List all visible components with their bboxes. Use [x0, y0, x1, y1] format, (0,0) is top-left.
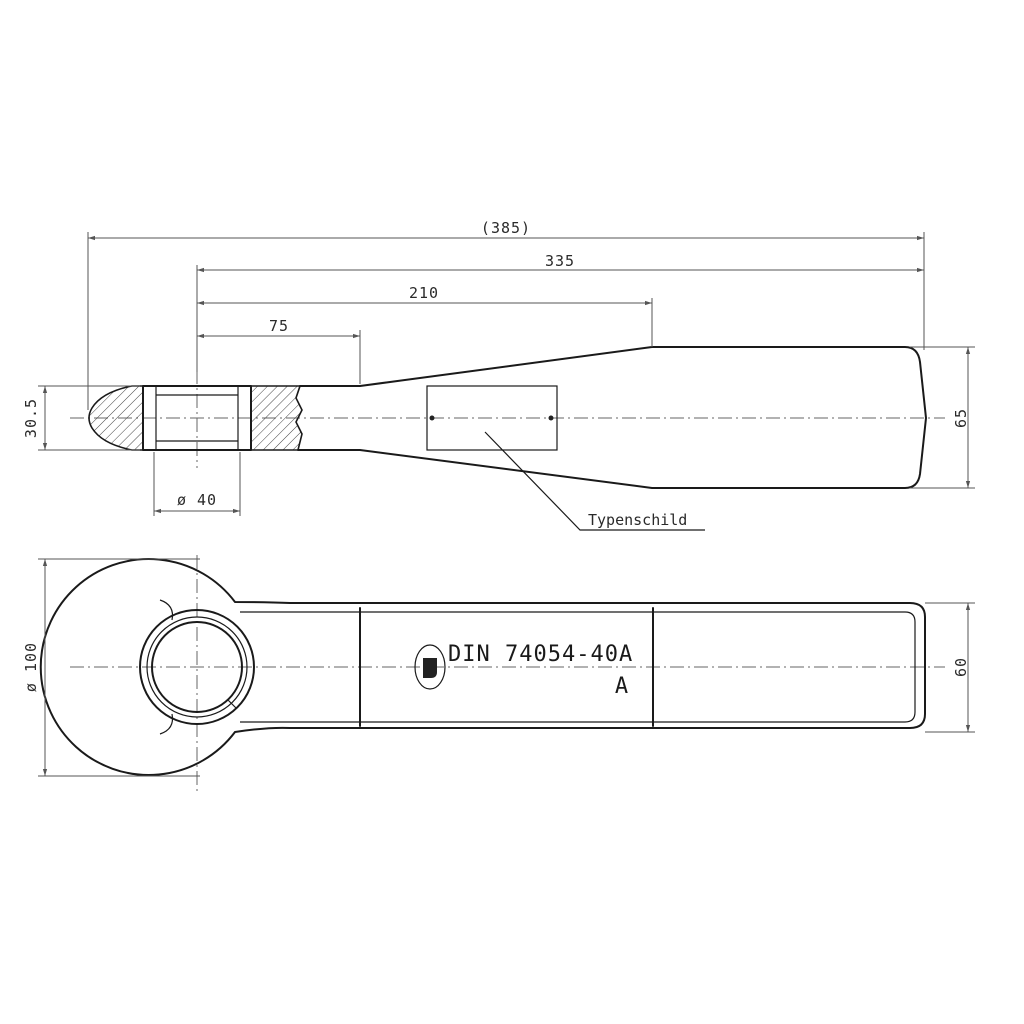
dim-385-text: (385)	[481, 219, 531, 237]
dim-305-text: 30.5	[22, 398, 40, 438]
eye-bore-outer	[139, 609, 255, 725]
eye-bore-ring	[146, 616, 248, 718]
dim-75-text: 75	[269, 317, 289, 335]
eye-bore-inner	[151, 621, 243, 713]
dim-335-text: 335	[545, 252, 575, 270]
bushing-slot	[227, 699, 237, 709]
dim-210-text: 210	[409, 284, 439, 302]
side-dimensions: (385) 335 210 75 30.5 ø 40 65	[22, 219, 975, 516]
nameplate-rivet-left	[429, 415, 435, 421]
eye-transition-top	[159, 599, 174, 621]
dim-60-text: 60	[952, 657, 970, 677]
plan-dimensions: ø 100 60	[22, 558, 975, 777]
marking-line-1: DIN 74054-40A	[448, 642, 633, 667]
body-section	[250, 385, 303, 451]
blade-outline	[297, 346, 927, 489]
dim-65-text: 65	[952, 408, 970, 428]
nameplate-leader	[484, 431, 705, 531]
side-view: Typenschild	[70, 346, 945, 531]
nameplate-label: Typenschild	[588, 511, 687, 529]
eye-transition-bottom	[159, 713, 174, 735]
plan-view: DIN 74054-40A A	[39, 555, 945, 795]
dim-40-text: ø 40	[177, 491, 217, 509]
nameplate-rect	[426, 385, 558, 451]
manufacturer-logo-glyph	[423, 658, 437, 678]
eye-blade-outline	[39, 558, 926, 776]
marking-line-2: A	[615, 674, 629, 699]
blade-inner-edge	[240, 611, 916, 723]
nose-section	[88, 385, 144, 451]
dim-100-text: ø 100	[22, 642, 40, 692]
manufacturer-logo	[414, 644, 446, 690]
nameplate-rivet-right	[548, 415, 554, 421]
